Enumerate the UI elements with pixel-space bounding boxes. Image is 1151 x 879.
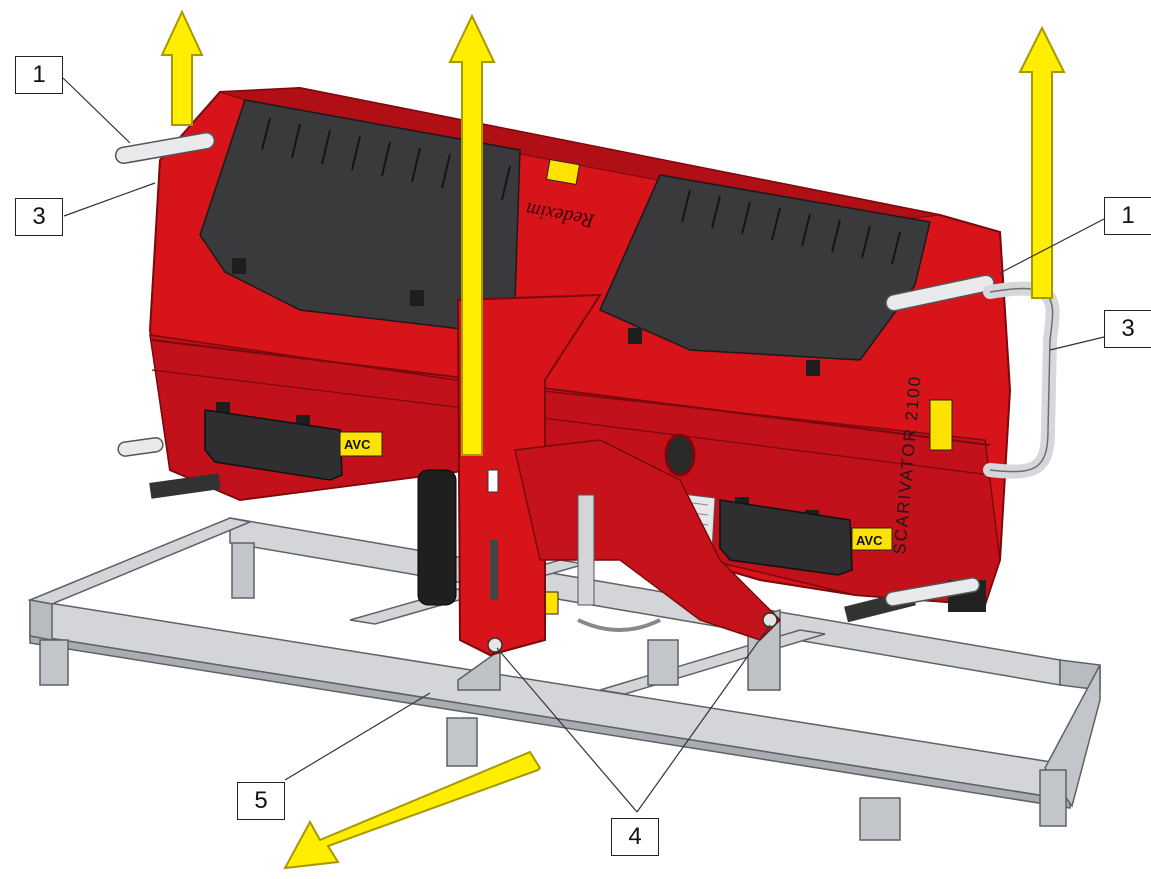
callout-3-right: 3 bbox=[1104, 310, 1151, 348]
decal-avc-left: AVC bbox=[344, 437, 371, 452]
lift-arrow-left bbox=[160, 9, 204, 126]
transport-direction-arrow bbox=[283, 750, 542, 870]
callout-3-left: 3 bbox=[15, 198, 63, 236]
lift-arrow-right bbox=[1018, 25, 1066, 299]
lift-arrows bbox=[160, 9, 1066, 870]
decal-avc-right: AVC bbox=[856, 533, 883, 548]
callout-1-right: 1 bbox=[1104, 197, 1151, 235]
transport-frame bbox=[27, 517, 1101, 841]
callout-4: 4 bbox=[611, 818, 659, 856]
leader-lines bbox=[62, 77, 1105, 813]
a-frame-headstock bbox=[456, 293, 782, 657]
lift-arrow-center bbox=[448, 13, 496, 456]
callout-1-left: 1 bbox=[15, 56, 63, 94]
lifting-bars bbox=[114, 131, 995, 607]
callout-5: 5 bbox=[237, 782, 285, 820]
